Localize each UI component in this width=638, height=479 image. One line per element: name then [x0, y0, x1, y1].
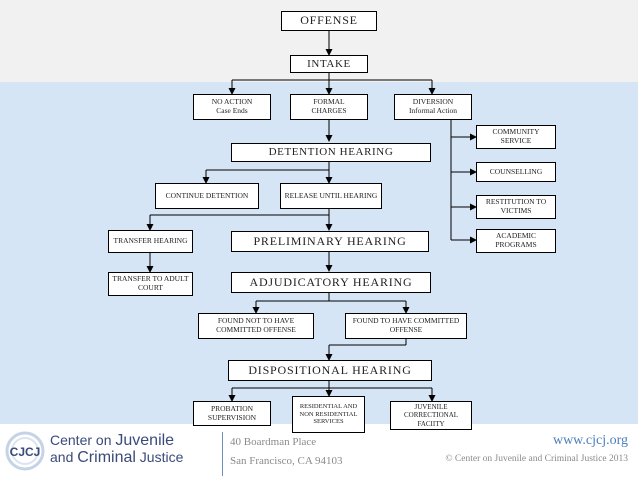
address-line2: San Francisco, CA 94103 [230, 455, 343, 467]
offense-box: OFFENSE [281, 11, 377, 31]
academic-box: ACADEMIC PROGRAMS [476, 229, 556, 253]
intake-box: INTAKE [290, 55, 368, 73]
diversion-box: DIVERSION Informal Action [394, 94, 472, 120]
release-until-hearing-box: RELEASE UNTIL HEARING [280, 183, 382, 209]
org-name: Center on Juvenile and Criminal Justice [50, 432, 184, 467]
probation-box: PROBATION SUPERVISION [193, 401, 271, 426]
no-action-box: NO ACTION Case Ends [193, 94, 271, 120]
address-line1: 40 Boardman Place [230, 436, 317, 448]
logo-mark-text: CJCJ [10, 445, 41, 459]
diversion-title: DIVERSION [412, 97, 454, 107]
cjcj-logo-icon: CJCJ [5, 431, 45, 471]
no-action-title: NO ACTION [211, 97, 253, 107]
counselling-box: COUNSELLING [476, 162, 556, 182]
residential-box: RESIDENTIAL AND NON RESIDENTIAL SERVICES [292, 396, 365, 433]
preliminary-hearing-box: PRELIMINARY HEARING [231, 231, 429, 252]
adjudicatory-hearing-box: ADJUDICATORY HEARING [231, 272, 431, 293]
formal-charges-line1: FORMAL [313, 97, 345, 107]
footer-band [0, 424, 638, 479]
diversion-subtitle: Informal Action [408, 106, 458, 115]
formal-charges-box: FORMAL CHARGES [290, 94, 368, 120]
org-line1-b: Juvenile [115, 432, 175, 449]
transfer-adult-court-box: TRANSFER TO ADULT COURT [108, 272, 193, 296]
no-action-subtitle: Case Ends [216, 106, 248, 115]
detention-hearing-box: DETENTION HEARING [231, 143, 431, 162]
footer-divider [222, 432, 223, 476]
website-link[interactable]: www.cjcj.org [552, 433, 628, 448]
org-line2-c: Justice [135, 448, 184, 465]
org-line2-b: Criminal [77, 448, 136, 466]
continue-detention-box: CONTINUE DETENTION [155, 183, 259, 209]
dispositional-hearing-box: DISPOSITIONAL HEARING [228, 360, 432, 381]
copyright: © Center on Juvenile and Criminal Justic… [445, 454, 628, 464]
org-line1-a: Center on [50, 432, 116, 448]
org-line2-a: and [50, 448, 78, 465]
found-to-box: FOUND TO HAVE COMMITTED OFFENSE [345, 313, 467, 339]
formal-charges-line2: CHARGES [311, 106, 347, 115]
juvenile-facility-box: JUVENILE CORRECTIONAL FACIITY [390, 401, 472, 430]
found-not-box: FOUND NOT TO HAVE COMMITTED OFFENSE [198, 313, 314, 339]
transfer-hearing-box: TRANSFER HEARING [108, 230, 193, 253]
restitution-box: RESTITUTION TO VICTIMS [476, 195, 556, 219]
community-service-box: COMMUNITY SERVICE [476, 125, 556, 149]
